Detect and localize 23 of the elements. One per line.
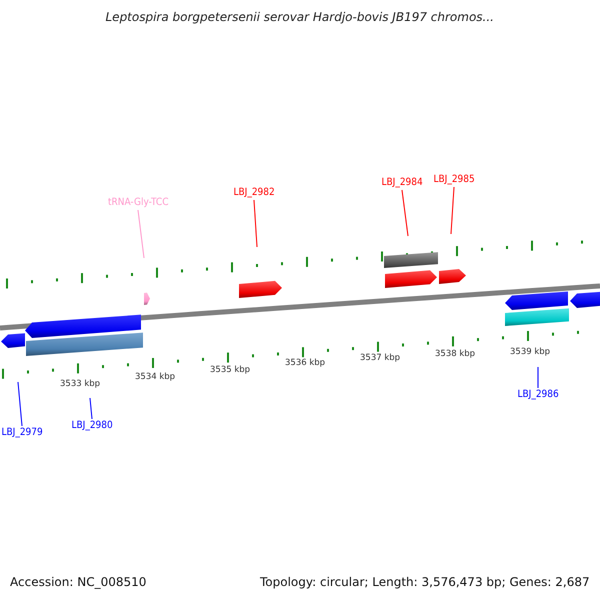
footer-text: Accession: NC_008510 bbox=[10, 575, 146, 589]
scale-label: 3538 kbp bbox=[435, 349, 476, 359]
gene-label: LBJ_2986 bbox=[518, 389, 559, 401]
gene-label: LBJ_2985 bbox=[434, 174, 475, 186]
scale-label: 3536 kbp bbox=[285, 358, 326, 368]
leader-line bbox=[450, 186, 454, 234]
scale-label: 3533 kbp bbox=[60, 379, 100, 389]
leader-line bbox=[402, 190, 408, 236]
scale-label: 3537 kbp bbox=[360, 353, 400, 363]
scale-label: 3539 kbp bbox=[510, 347, 550, 357]
gene-label: tRNA-Gly-TCC bbox=[108, 197, 168, 209]
gene-label: LBJ_2984 bbox=[382, 177, 423, 189]
gene-label: LBJ_2982 bbox=[234, 187, 275, 199]
chart-title: Leptospira borgpetersenii serovar Hardjo-bovis JB197 chromos... bbox=[106, 10, 494, 24]
scale-label: 3534 kbp bbox=[135, 372, 176, 382]
leader-line bbox=[254, 200, 258, 248]
gene-label: LBJ_2979 bbox=[2, 427, 43, 439]
gene-label: LBJ_2980 bbox=[72, 420, 113, 432]
footer-text: Topology: circular; Length: 3,576,473 bp; Genes: 2,687 bbox=[260, 575, 590, 589]
leader-line bbox=[18, 382, 22, 426]
leader-line bbox=[90, 398, 92, 420]
scale-label: 3535 kbp bbox=[210, 365, 250, 375]
leader-line bbox=[138, 210, 144, 258]
